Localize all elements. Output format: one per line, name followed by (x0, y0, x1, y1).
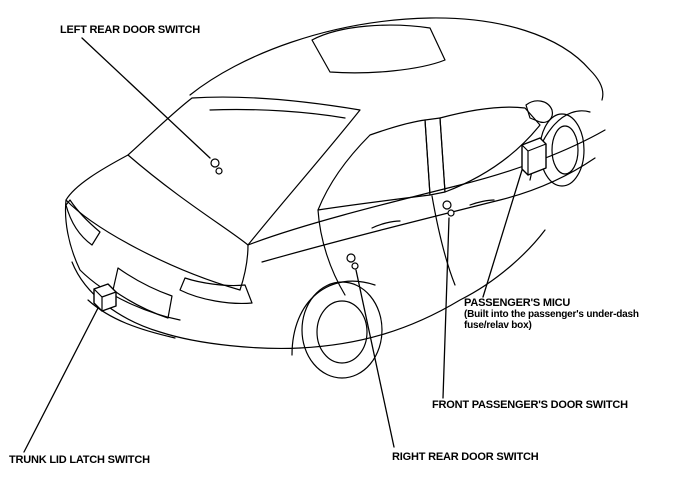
leader-left-rear (81, 37, 211, 159)
trunk-edge (64, 199, 181, 321)
front-passengers-door-switch-icon (442, 200, 455, 217)
rear-wheel-arch (291, 280, 376, 356)
passengers-micu-label: PASSENGER'S MICU (464, 297, 571, 309)
front-wheel-inner (551, 125, 579, 175)
leader-front-pass (442, 217, 450, 399)
bumper-lower (87, 299, 176, 339)
front-passengers-door-switch-label: FRONT PASSENGER'S DOOR SWITCH (432, 399, 628, 411)
side-body-bottom (299, 229, 546, 349)
license-plate-recess (112, 267, 173, 319)
trunk-lid (65, 154, 249, 291)
side-body-top (247, 129, 606, 246)
right-rear-door-switch-label: RIGHT REAR DOOR SWITCH (392, 451, 539, 463)
side-mirror (525, 100, 553, 123)
rear-door-handle (371, 220, 401, 229)
passengers-micu-label-group: PASSENGER'S MICU (Built into the passeng… (464, 297, 639, 331)
rear-door-seam (317, 209, 346, 296)
right-rear-door-switch-icon (346, 253, 359, 270)
sunroof (311, 24, 446, 74)
center-door-seam (431, 195, 456, 286)
micu-note-line1: (Built into the passenger's under-dash (464, 309, 639, 320)
rear-bumper (71, 261, 301, 350)
leader-trunk (23, 307, 99, 453)
trunk-lid-latch-switch-label: TRUNK LID LATCH SWITCH (9, 454, 150, 466)
rear-side-window (317, 119, 431, 211)
front-door-handle (469, 199, 495, 206)
rear-wheel-inner (316, 300, 368, 364)
left-rear-door-switch-icon (210, 158, 223, 175)
passengers-micu-box (521, 137, 547, 176)
micu-note-line2: fuse/relav box) (464, 320, 532, 331)
b-pillar (424, 117, 446, 196)
left-rear-door-switch-label: LEFT REAR DOOR SWITCH (60, 24, 201, 36)
leader-right-rear (355, 269, 395, 448)
trunk-lid-latch-switch-box (93, 283, 117, 312)
rear-windshield (127, 96, 361, 246)
tail-light-left (65, 199, 101, 246)
leader-micu (482, 169, 523, 298)
roof-outline (189, 17, 604, 101)
rear-window-inner (209, 108, 346, 119)
front-side-window (439, 106, 541, 193)
tail-light-right (179, 277, 253, 305)
